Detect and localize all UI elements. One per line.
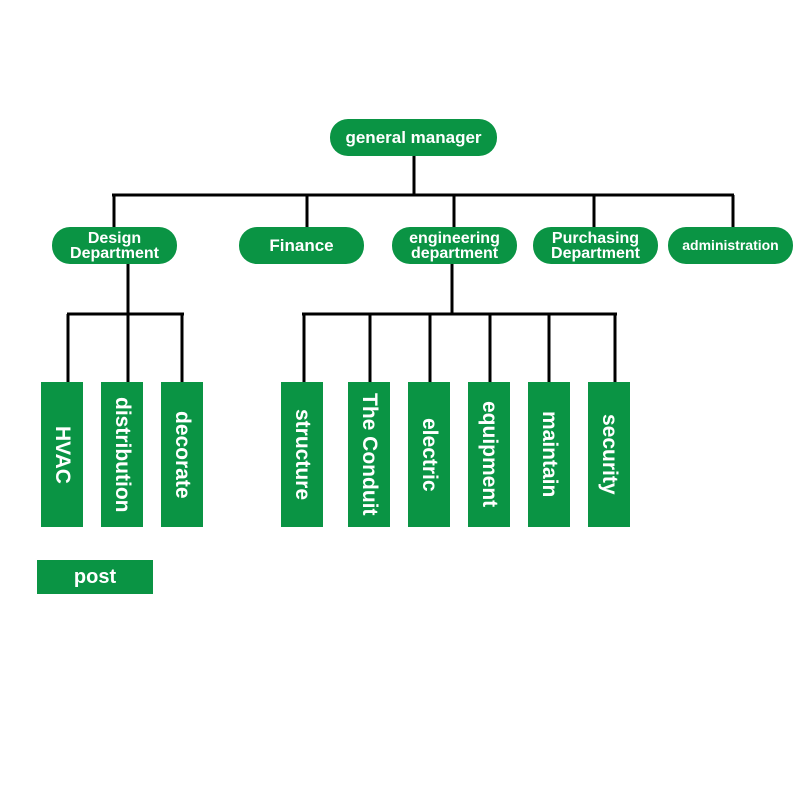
dept-purchasing-label-line2: Department	[551, 244, 640, 262]
dept-finance-node: Finance	[239, 227, 364, 264]
post-maintain: maintain	[528, 382, 570, 527]
legend-post: post	[37, 560, 153, 594]
post-the-conduit-label: The Conduit	[358, 393, 381, 516]
post-maintain-label: maintain	[538, 411, 561, 498]
dept-design-node: Design Department	[52, 227, 177, 264]
post-electric-label: electric	[418, 417, 441, 492]
dept-design-label: Design Department	[70, 229, 159, 262]
dept-engineering-label: engineering department	[409, 229, 500, 262]
dept-engineering-label-line1: engineering	[409, 229, 500, 247]
post-distribution: distribution	[101, 382, 143, 527]
post-electric: electric	[408, 382, 450, 527]
dept-administration-node: administration	[668, 227, 793, 264]
dept-administration-label: administration	[682, 237, 779, 253]
dept-purchasing-node: Purchasing Department	[533, 227, 658, 264]
dept-design-label-line1: Design	[87, 229, 142, 247]
post-decorate: decorate	[161, 382, 203, 527]
post-distribution-label: distribution	[111, 396, 134, 513]
post-equipment-label: equipment	[478, 401, 501, 508]
dept-engineering-label-line2: department	[410, 244, 499, 262]
general-manager-label: general manager	[345, 128, 482, 147]
post-structure: structure	[281, 382, 323, 527]
dept-design-label-line2: Department	[70, 244, 159, 262]
dept-purchasing-label-line1: Purchasing	[551, 229, 640, 247]
post-security: security	[588, 382, 630, 527]
post-hvac-label: HVAC	[51, 425, 74, 484]
dept-purchasing-label: Purchasing Department	[551, 229, 640, 262]
dept-engineering-node: engineering department	[392, 227, 517, 264]
post-security-label: security	[598, 414, 621, 495]
general-manager-node: general manager	[330, 119, 497, 156]
legend-post-label: post	[73, 565, 117, 588]
dept-finance-label: Finance	[269, 236, 334, 255]
post-hvac: HVAC	[41, 382, 83, 527]
post-structure-label: structure	[291, 408, 314, 501]
post-the-conduit: The Conduit	[348, 382, 390, 527]
post-equipment: equipment	[468, 382, 510, 527]
post-decorate-label: decorate	[171, 410, 194, 499]
